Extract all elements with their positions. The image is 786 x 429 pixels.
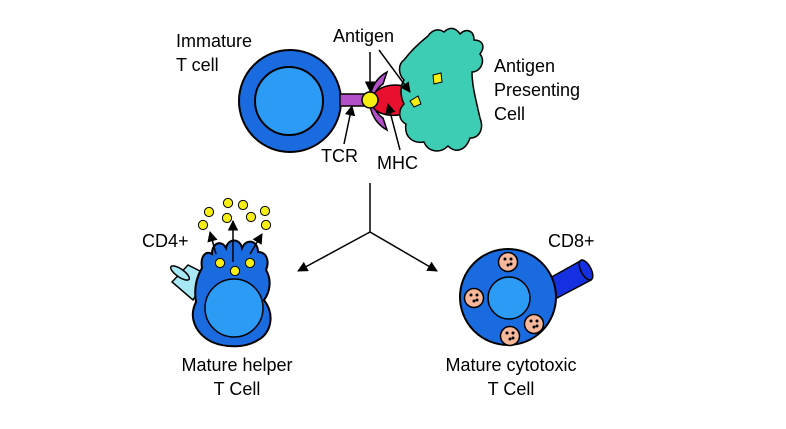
mature-helper-t-cell	[169, 197, 272, 348]
arrow-icon	[378, 49, 411, 93]
immature-label-line1: Immature	[176, 31, 252, 51]
antigen-label: Antigen	[333, 26, 394, 46]
cytokine-dot-icon	[221, 212, 233, 224]
maturation-arrows	[297, 183, 438, 272]
cytotoxic-label-line1: Mature cytotoxic	[445, 355, 576, 375]
antigen-fragment-2	[409, 95, 422, 108]
helper-cell-nucleus	[204, 278, 264, 338]
cytokine-dot-icon	[229, 265, 241, 277]
granule-icon	[463, 287, 485, 309]
arrow-icon	[249, 233, 263, 255]
granule-icon	[523, 313, 545, 335]
cd4-label: CD4+	[142, 231, 189, 251]
mhc-label: MHC	[377, 153, 418, 173]
cytokine-dot-icon	[214, 257, 226, 269]
mature-cytotoxic-t-cell	[459, 248, 594, 347]
label-pointers	[343, 49, 411, 151]
presented-antigen	[361, 91, 379, 109]
arrow-icon	[297, 231, 371, 272]
cd8-receptor	[547, 258, 594, 300]
apc-label-line2: Presenting	[494, 80, 580, 100]
arrow-icon	[385, 102, 401, 151]
arrow-icon	[369, 231, 438, 272]
cytokine-dot-icon	[245, 211, 257, 223]
cytokine-dot-icon	[197, 219, 209, 231]
cytokine-dot-icon	[260, 219, 272, 231]
cytotoxic-label-line2: T Cell	[488, 379, 535, 399]
immature-t-cell	[238, 49, 342, 153]
cytokine-dot-icon	[203, 206, 215, 218]
helper-label-line1: Mature helper	[181, 355, 292, 375]
cytokine-dot-icon	[222, 197, 234, 209]
arrow-icon	[207, 230, 218, 255]
cytokine-dot-icon	[244, 257, 256, 269]
immature-label-line2: T cell	[176, 55, 219, 75]
immature-cell-nucleus	[254, 66, 324, 136]
antigen-presenting-cell	[398, 27, 484, 152]
cd8-label: CD8+	[548, 231, 595, 251]
granules	[463, 251, 545, 347]
helper-label-line2: T Cell	[214, 379, 261, 399]
cytokines	[197, 197, 272, 277]
granule-icon	[499, 325, 521, 347]
arrow-icon	[343, 104, 356, 145]
cytotoxic-cell-nucleus	[487, 276, 531, 320]
apc-label-line1: Antigen	[494, 56, 555, 76]
cytokine-dot-icon	[259, 205, 271, 217]
cytokine-dot-icon	[237, 199, 249, 211]
tcr-label: TCR	[321, 146, 358, 166]
apc-label-line3: Cell	[494, 104, 525, 124]
antigen-fragment-1	[432, 72, 443, 85]
granule-icon	[497, 251, 519, 273]
